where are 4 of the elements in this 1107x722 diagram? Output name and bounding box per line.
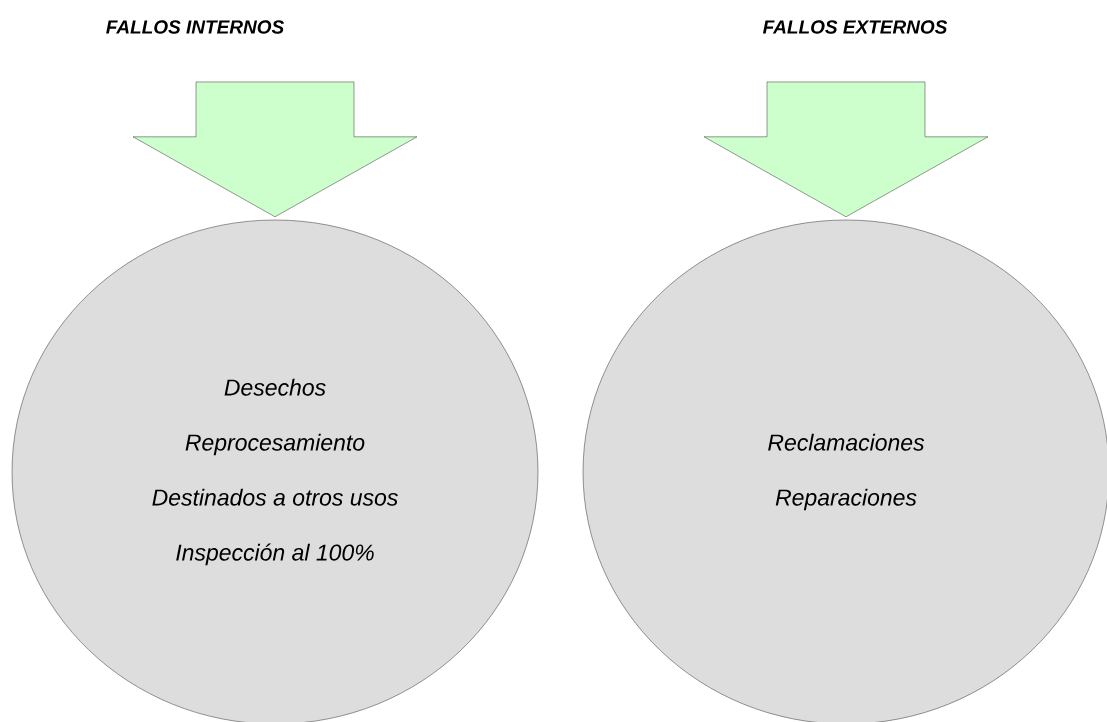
block-arrow xyxy=(132,81,418,217)
heading: FALLOS INTERNOS xyxy=(106,20,284,34)
heading: FALLOS EXTERNOS xyxy=(762,20,948,34)
block-arrow xyxy=(703,81,989,217)
